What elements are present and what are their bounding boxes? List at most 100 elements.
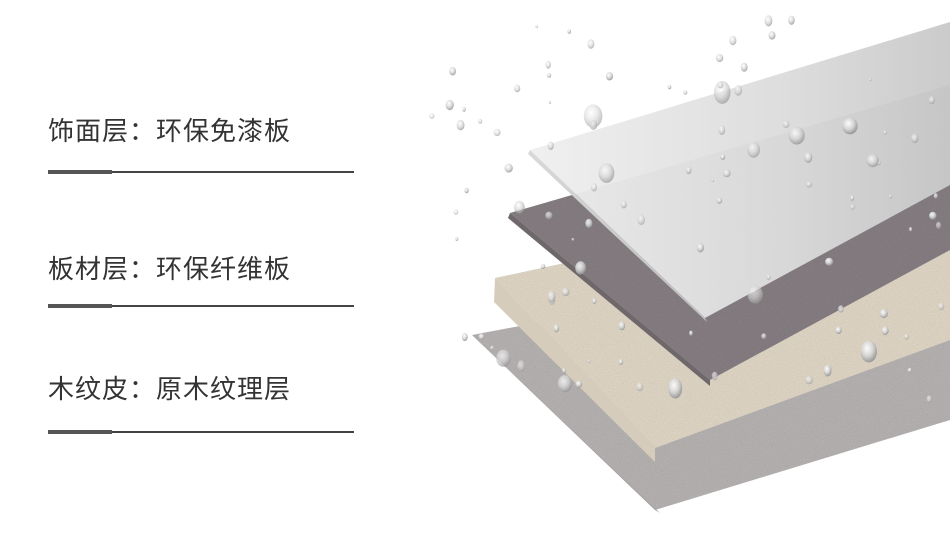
water-droplet [935,221,942,229]
water-droplet [764,15,773,27]
water-droplet [881,326,889,336]
board-layer-edge [508,213,710,386]
water-droplet [805,181,813,188]
water-droplet [490,345,495,351]
layer-colon: ： [129,255,157,285]
layered-board-illustration [429,15,950,513]
water-droplet [926,395,932,404]
water-droplet [804,151,813,163]
layer-colon: ： [129,117,157,147]
water-droplet [620,200,627,209]
water-droplet [888,194,893,199]
water-droplet [761,333,767,340]
water-droplet [514,200,525,214]
water-droplet [825,257,834,266]
water-droplet [842,117,858,135]
water-droplet [453,209,459,215]
water-droplet [747,141,760,158]
water-droplet [592,298,597,304]
water-droplet [729,35,737,46]
water-droplet [711,178,715,182]
water-droplet [637,214,645,226]
layer-labels: 饰面层：环保免漆板 板材层：环保纤维板 木纹皮：原木纹理层 [0,0,400,535]
water-droplet [849,204,856,210]
layer-name: 木纹皮 [48,375,130,405]
water-droplet [835,326,842,334]
water-droplet [860,340,877,363]
water-droplet [928,96,935,105]
water-droplet [547,73,552,78]
water-droplet [591,183,597,192]
water-droplet [740,62,748,72]
water-droplet [636,382,644,392]
water-droplet [696,243,705,253]
water-droplet [766,274,771,281]
water-droplet [561,287,570,297]
water-droplet [788,126,805,145]
water-droplet [571,238,575,241]
water-droplet [911,133,919,144]
layer-label-text: 木纹皮：原木纹理层 [48,374,358,406]
fiber-layer-front-edge [494,278,655,462]
water-droplet [868,78,872,82]
water-droplet [933,193,938,199]
water-droplet [535,24,539,29]
water-droplet [461,333,468,342]
water-droplet [879,308,888,319]
water-droplet [464,187,469,194]
water-droplet [909,227,913,232]
water-droplet [605,72,614,81]
water-droplet [456,119,465,131]
water-droplets [429,15,945,404]
water-droplet [478,333,485,340]
water-droplet [547,141,554,150]
layer-label-grain: 木纹皮：原木纹理层 [48,374,358,434]
water-droplet [553,324,560,333]
layer-desc: 环保免漆板 [156,117,292,147]
water-droplet [504,163,513,173]
label-underline [48,171,354,173]
water-droplet [838,305,844,313]
water-droplet [575,380,583,388]
water-droplet [429,113,435,119]
water-droplet [866,154,879,168]
water-droplet [540,263,546,269]
layer-name: 板材层 [48,255,130,285]
water-droplet [462,107,466,112]
water-droplet [587,359,591,363]
water-droplet [618,358,624,365]
water-droplet [668,378,683,399]
water-droplet [850,195,855,201]
layer-desc: 原木纹理层 [156,375,292,405]
water-droplet [583,104,603,128]
layer-label-text: 饰面层：环保免漆板 [48,116,358,148]
water-droplet [589,120,598,130]
water-droplet [938,302,945,311]
water-droplet [598,163,615,183]
water-droplet [715,53,724,63]
water-droplet [685,166,692,175]
water-droplet [723,169,731,178]
water-droplet [716,197,723,204]
water-droplet [547,290,556,303]
surface-layer-face [530,22,950,318]
water-droplet [667,85,672,90]
layer-desc: 环保纤维板 [156,255,292,285]
layer-colon: ： [129,375,157,405]
water-droplet [478,118,483,124]
water-droplet [805,375,813,385]
water-droplet [711,371,718,381]
label-underline-accent [48,304,112,308]
water-droplet [823,364,832,377]
water-droplet [545,60,551,69]
water-droplet [567,29,571,34]
water-droplet [557,375,573,393]
water-droplet [496,349,511,367]
water-droplet [445,99,454,111]
water-droplet [883,130,888,135]
surface-layer [528,22,950,322]
water-droplet [904,333,909,340]
water-droplet [493,128,501,137]
layer-label-surface: 饰面层：环保免漆板 [48,116,358,174]
water-droplet [734,84,743,96]
